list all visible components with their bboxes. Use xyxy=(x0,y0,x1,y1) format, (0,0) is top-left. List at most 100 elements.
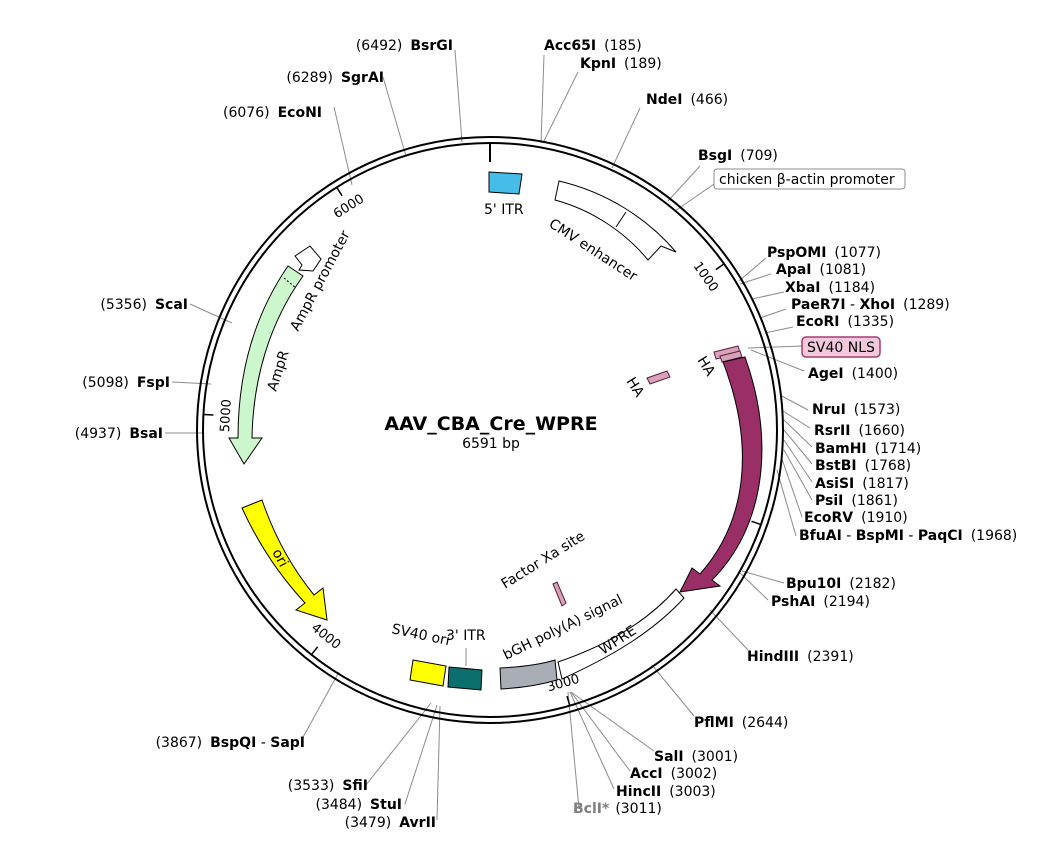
site-label[interactable]: KpnI(189) xyxy=(580,56,662,72)
site-label[interactable]: EcoRI(1335) xyxy=(796,314,894,330)
site-label[interactable]: (5098)FspI xyxy=(82,375,170,391)
site-label[interactable]: (3533)SfiI xyxy=(288,778,368,794)
site-label[interactable]: NruI(1573) xyxy=(812,402,900,418)
site-name: StuI xyxy=(370,797,402,813)
site-label[interactable]: HindIII(2391) xyxy=(747,649,854,665)
site-pos: (1910) xyxy=(861,510,908,526)
site-name: EcoNI xyxy=(278,105,322,121)
ampr-label: AmpR xyxy=(265,348,293,393)
feature-itr5[interactable]: 5' ITR xyxy=(484,171,524,218)
site-label[interactable]: BamHI(1714) xyxy=(815,441,921,457)
site-label[interactable]: (3867)BspQI - SapI xyxy=(156,735,305,751)
site-pos: (1184) xyxy=(828,280,875,296)
site-name: FspI xyxy=(137,375,170,391)
site-label[interactable]: PshAI(2194) xyxy=(771,594,870,610)
feature-factor-xa[interactable]: Factor Xa site xyxy=(499,528,588,607)
site-label[interactable]: RsrII(1660) xyxy=(814,423,905,439)
site-pos: (6289) xyxy=(286,70,333,86)
ori-arrow[interactable] xyxy=(241,499,328,621)
ampr-promoter-arrow[interactable] xyxy=(294,245,322,272)
site-label[interactable]: (3479) AvrII xyxy=(345,815,436,831)
site-label[interactable]: EcoRV(1910) xyxy=(804,510,908,526)
feature-cre[interactable]: Cre xyxy=(679,356,763,593)
site-label[interactable]: BstBI(1768) xyxy=(815,458,911,474)
site-label[interactable]: AsiSI(1817) xyxy=(815,476,909,492)
site-name: NruI xyxy=(812,402,846,418)
site-name: SfiI xyxy=(342,778,368,794)
site-name: Acc65I xyxy=(544,38,596,54)
tick-label: 5000 xyxy=(218,399,235,433)
site-label[interactable]: HincII(3003) xyxy=(616,784,716,800)
ori-label: ori xyxy=(268,546,291,570)
feature-sv40-nls[interactable]: SV40 NLS xyxy=(713,336,881,360)
cmv-arrow[interactable] xyxy=(554,180,677,261)
bgh-block[interactable] xyxy=(499,659,558,690)
site-label[interactable]: Bpu10I (2182) xyxy=(786,576,896,592)
site-label[interactable]: PspOMI(1077) xyxy=(767,245,881,261)
site-label[interactable]: BsgI(709) xyxy=(698,148,778,164)
itr5-block[interactable] xyxy=(488,171,523,195)
site-pos: (3867) xyxy=(156,735,203,751)
sites-left: (6492)BsrGI (6289)SgrAI (6076)EcoNI (535… xyxy=(75,38,453,831)
wpre-arrow[interactable] xyxy=(557,588,685,680)
ha-inner-block[interactable] xyxy=(646,370,671,385)
site-label[interactable]: NdeI(466) xyxy=(646,92,728,108)
site-label[interactable]: PsiI(1861) xyxy=(815,493,898,509)
site-pos: (3001) xyxy=(692,749,739,765)
site-pos: (4937) xyxy=(75,426,122,442)
itr3-block[interactable] xyxy=(447,666,483,691)
site-label[interactable]: ApaI(1081) xyxy=(776,262,866,278)
feature-ori[interactable]: ori xyxy=(241,499,328,621)
tick-label: 4000 xyxy=(308,620,343,652)
site-label[interactable]: (6076)EcoNI xyxy=(223,105,322,121)
ampr-arrow[interactable] xyxy=(228,265,304,465)
site-label[interactable]: Acc65I(185) xyxy=(544,38,642,54)
site-label[interactable]: AccI(3002) xyxy=(630,766,717,782)
feature-sv40-ori[interactable]: SV40 ori xyxy=(390,621,451,687)
plasmid-size: 6591 bp xyxy=(462,436,520,452)
nls-label: SV40 NLS xyxy=(807,340,875,356)
site-label[interactable]: (4937)BsaI xyxy=(75,426,163,442)
feature-ha-inner[interactable]: HA xyxy=(623,370,671,401)
site-name: ApaI xyxy=(776,262,812,278)
site-name: XbaI xyxy=(785,280,820,296)
ha-outer-block[interactable] xyxy=(719,350,743,363)
site-name: PspOMI xyxy=(767,245,826,261)
site-name: ScaI xyxy=(155,297,188,313)
site-label[interactable]: AgeI(1400) xyxy=(808,366,898,382)
site-name: AgeI xyxy=(808,366,844,382)
cre-arrow[interactable] xyxy=(679,356,763,593)
site-name: HindIII xyxy=(747,649,799,665)
cre-label: Cre xyxy=(723,467,744,494)
site-pos: (2182) xyxy=(849,576,896,592)
site-pos: (3479) xyxy=(345,815,392,831)
site-label[interactable]: (6289)SgrAI xyxy=(286,70,384,86)
site-label[interactable]: BfuAI - BspMI - PaqCI(1968) xyxy=(799,528,1017,544)
feature-ampr[interactable]: AmpR AmpR promoter xyxy=(228,228,354,465)
site-label[interactable]: (3484)StuI xyxy=(315,797,402,813)
site-label[interactable]: (5356) ScaI xyxy=(100,297,188,313)
tick-mark xyxy=(203,413,214,416)
site-name: XhoI xyxy=(860,297,896,313)
itr5-label: 5' ITR xyxy=(484,202,524,218)
site-name: AvrII xyxy=(399,815,436,831)
site-pos: (5356) xyxy=(100,297,147,313)
site-label[interactable]: PflMI(2644) xyxy=(694,715,788,731)
site-name: PaeR7I xyxy=(791,297,846,313)
sv40ori-block[interactable] xyxy=(409,659,447,687)
site-label[interactable]: XbaI (1184) xyxy=(785,280,875,296)
site-name: Bpu10I xyxy=(786,576,841,592)
site-pos: (189) xyxy=(624,56,662,72)
site-label[interactable]: BclI*(3011) xyxy=(573,801,662,817)
site-sep: - xyxy=(842,528,856,544)
tick-mark xyxy=(715,263,725,271)
site-name: EcoRI xyxy=(796,314,839,330)
feature-itr3[interactable]: 3' ITR xyxy=(446,628,486,691)
site-label[interactable]: PaeR7I - XhoI(1289) xyxy=(791,297,950,313)
tick-label: 1000 xyxy=(690,259,721,295)
site-label[interactable]: (6492)BsrGI xyxy=(356,38,453,54)
factor-xa-block[interactable] xyxy=(552,581,567,607)
site-name: BsrGI xyxy=(410,38,453,54)
site-label[interactable]: SalI(3001) xyxy=(654,749,738,765)
tick-mark xyxy=(566,695,571,706)
